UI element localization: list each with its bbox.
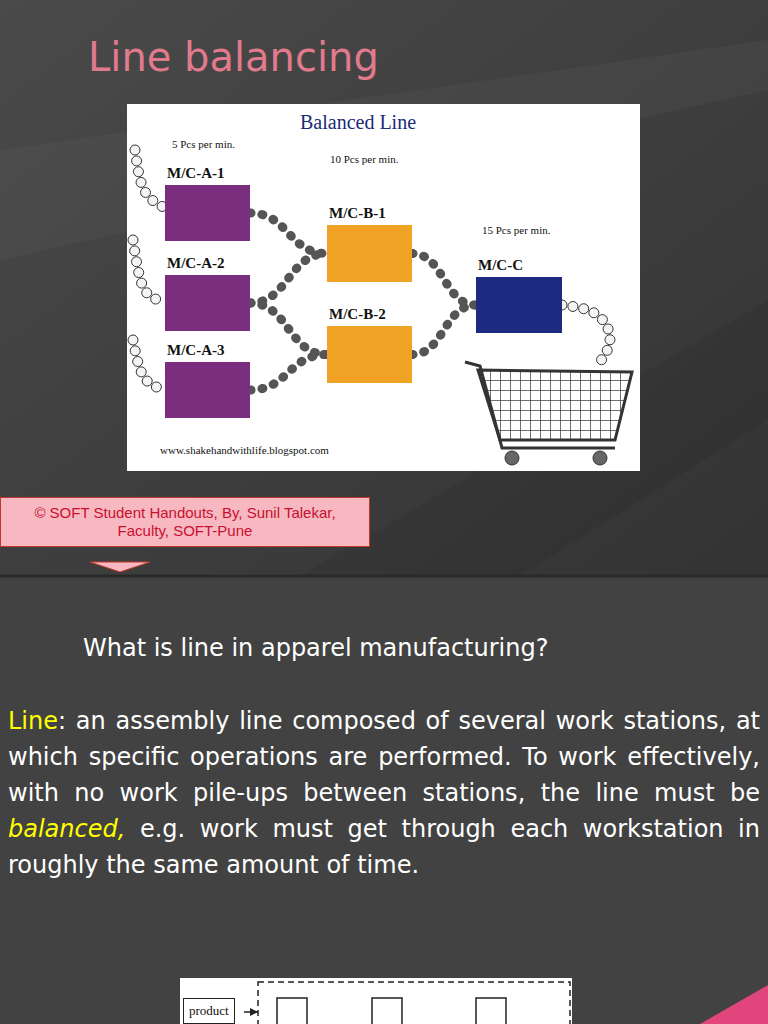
shopping-cart bbox=[465, 362, 632, 465]
corner-accent bbox=[700, 985, 768, 1024]
machine-box: M/C-A-3 bbox=[165, 362, 250, 418]
bulb-chain bbox=[250, 254, 327, 304]
source-url: www.shakehandwithlife.blogspot.com bbox=[160, 444, 329, 456]
machine-label: M/C-A-3 bbox=[167, 342, 224, 359]
diagram-heading: Balanced Line bbox=[300, 111, 416, 134]
rate-label: 10 Pcs per min. bbox=[330, 153, 398, 165]
slide-two bbox=[0, 576, 768, 1024]
slide-one bbox=[0, 0, 768, 576]
definition-paragraph: Line: an assembly line composed of sever… bbox=[8, 703, 760, 883]
bulb-chain bbox=[412, 305, 476, 355]
machine-box: M/C-C bbox=[476, 277, 562, 333]
bulb-chain bbox=[250, 355, 327, 391]
machine-box: M/C-B-1 bbox=[327, 225, 412, 282]
callout-text: © SOFT Student Handouts, By, Sunil Talek… bbox=[11, 504, 359, 540]
product-label: product bbox=[189, 1003, 229, 1019]
callout-pointer bbox=[90, 562, 150, 572]
slide-divider bbox=[0, 575, 768, 578]
illustration-ground bbox=[127, 104, 640, 471]
term: Line bbox=[8, 707, 58, 735]
bulb-chain bbox=[250, 303, 327, 355]
bulb-chains bbox=[128, 145, 615, 392]
machine-box: M/C-A-1 bbox=[165, 185, 250, 241]
machine-box: M/C-A-2 bbox=[165, 275, 250, 331]
machine-label: M/C-B-1 bbox=[329, 205, 386, 222]
machine-label: M/C-B-2 bbox=[329, 306, 386, 323]
bulb-chain bbox=[250, 213, 327, 254]
rate-label: 15 Pcs per min. bbox=[482, 224, 550, 236]
slide-title: Line balancing bbox=[88, 34, 379, 80]
machine-box: M/C-B-2 bbox=[327, 326, 412, 383]
copyright-callout: © SOFT Student Handouts, By, Sunil Talek… bbox=[0, 497, 370, 547]
product-box: product bbox=[183, 998, 235, 1024]
question-heading: What is line in apparel manufacturing? bbox=[83, 634, 548, 662]
bulb-chain bbox=[412, 254, 476, 306]
rate-label: 5 Pcs per min. bbox=[172, 138, 235, 150]
line-schematic bbox=[180, 978, 572, 1024]
definition-text: : an assembly line composed of several w… bbox=[8, 707, 760, 807]
emphasis: balanced, bbox=[8, 815, 125, 843]
machine-label: M/C-A-2 bbox=[167, 255, 224, 272]
machine-label: M/C-A-1 bbox=[167, 165, 224, 182]
machine-label: M/C-C bbox=[478, 257, 523, 274]
